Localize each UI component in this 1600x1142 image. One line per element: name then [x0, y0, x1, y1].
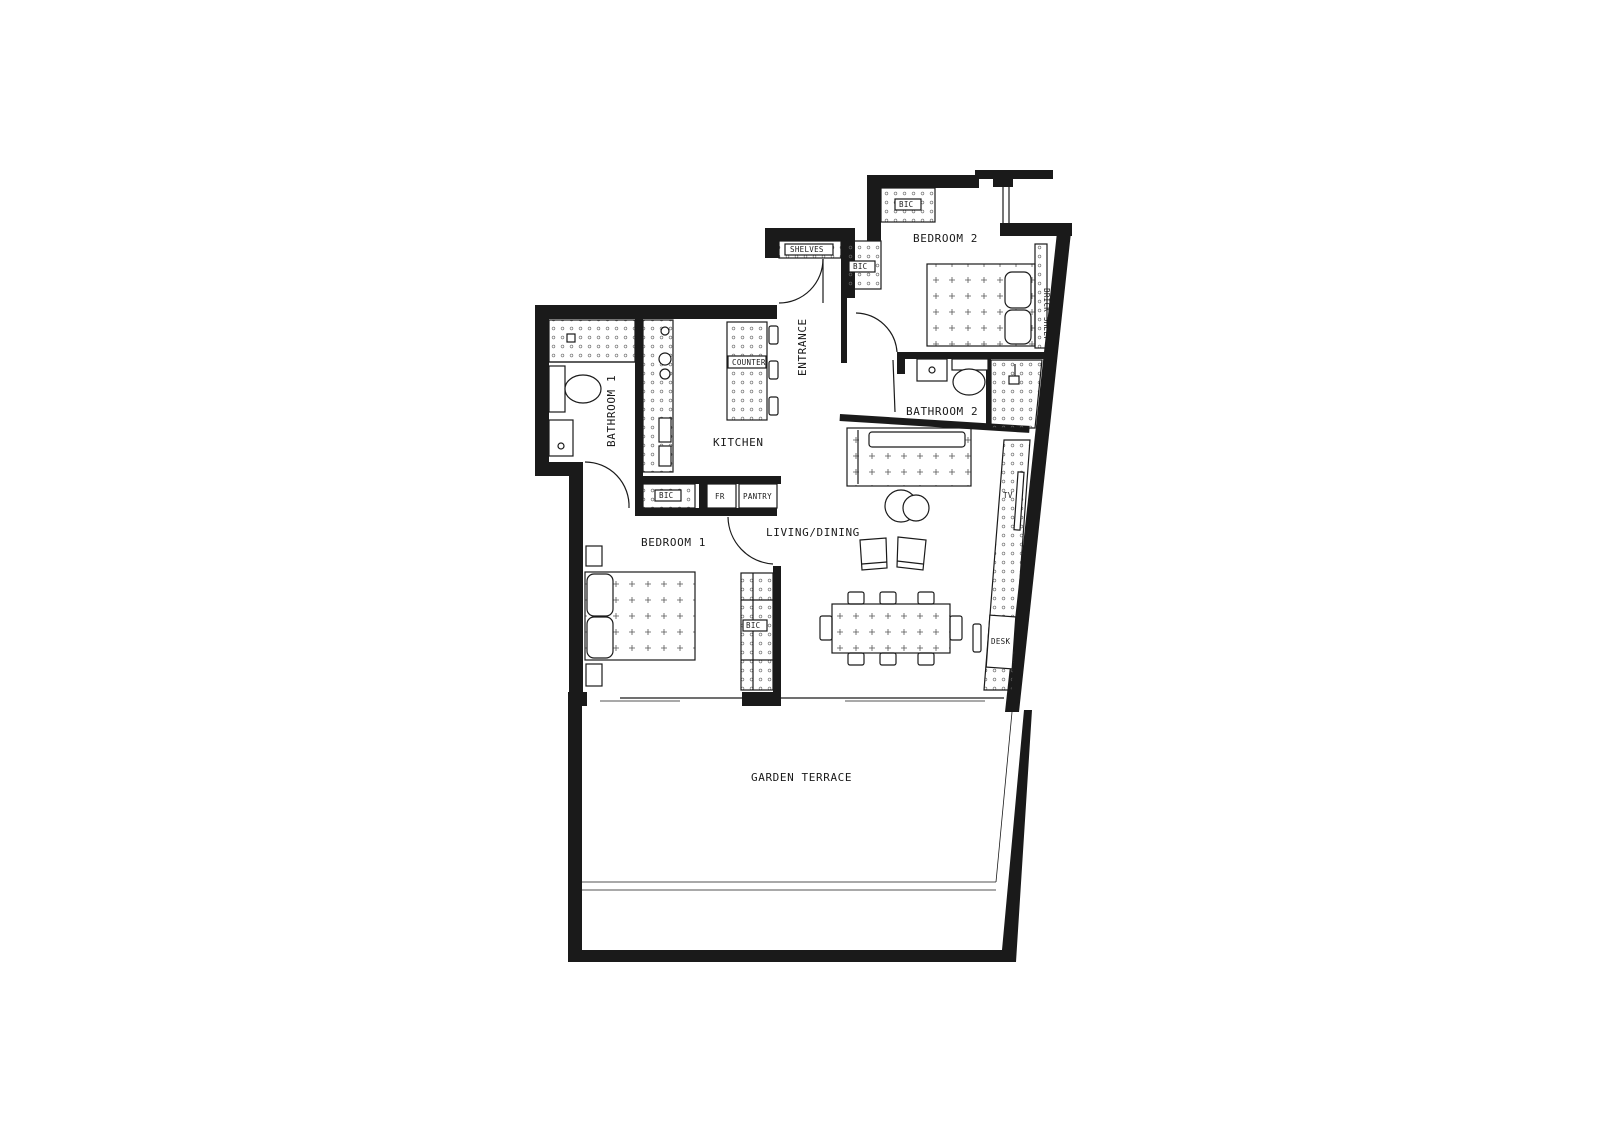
- wall-bedroom2-top-right: [1000, 223, 1072, 236]
- sofa-back: [868, 431, 966, 448]
- bedroom-1: BEDROOM 1 BIC: [584, 536, 774, 691]
- dining-table: [831, 603, 951, 654]
- door-entrance[interactable]: [778, 258, 824, 304]
- wall-bedroom1-corner: [569, 692, 587, 706]
- brick-shelf-label: BRICK SHELF: [1042, 288, 1051, 341]
- room-label-bathroom-2: BATHROOM 2: [906, 405, 978, 418]
- entrance: SHELVES ENTRANCE: [778, 240, 842, 376]
- fridge-label: FR: [715, 492, 725, 501]
- garden-terrace: [568, 692, 1032, 962]
- tv: [1013, 471, 1025, 531]
- wall-bedroom2-top-ext: [975, 170, 1053, 179]
- shelves-label: SHELVES: [790, 245, 824, 254]
- wall-fridge-left: [699, 476, 707, 516]
- wall-bath1-left: [535, 305, 549, 469]
- stool: [768, 360, 779, 380]
- stool: [768, 325, 779, 345]
- door-bedroom2[interactable]: [855, 312, 898, 353]
- door-bath2[interactable]: [892, 359, 896, 413]
- wall-top-left: [535, 305, 777, 319]
- door-bedroom1-inner[interactable]: [727, 516, 774, 565]
- bathroom-1: BATHROOM 1: [548, 319, 636, 457]
- coffee-table-small: [902, 494, 930, 522]
- desk: [985, 614, 1017, 670]
- pillow: [586, 616, 614, 659]
- wall-bedroom1-right-foot: [742, 692, 781, 706]
- room-label-living-dining: LIVING/DINING: [766, 526, 860, 539]
- door-bedroom1[interactable]: [584, 461, 630, 509]
- pillow: [1004, 271, 1032, 309]
- stool: [768, 396, 779, 416]
- wall-right-slanted: [1005, 223, 1072, 712]
- wall-kitchen-bottom: [635, 476, 781, 484]
- bedroom-2: BIC BIC BEDROOM 2 BRICK SHELF: [846, 187, 1051, 349]
- hall-bic-label: BIC: [659, 491, 673, 500]
- wall-bath1-bottom: [535, 462, 571, 476]
- wall-bath2-right: [986, 359, 991, 429]
- wall-bath2-top: [897, 352, 1055, 359]
- oven-icon: [658, 445, 672, 467]
- toilet-cistern: [951, 358, 989, 371]
- wall-living-top: [839, 414, 1030, 433]
- brick-shelf: [1034, 243, 1048, 349]
- kitchen: COUNTER KITCHEN FR PANTRY BIC: [642, 319, 779, 509]
- dining-chair: [879, 652, 897, 666]
- room-label-bedroom-1: BEDROOM 1: [641, 536, 706, 549]
- wall-entrance-right: [841, 285, 847, 363]
- room-label-entrance: ENTRANCE: [796, 318, 809, 376]
- terrace-side-line: [995, 711, 1013, 883]
- pillow: [586, 573, 614, 617]
- room-label-kitchen: KITCHEN: [713, 436, 764, 449]
- desk-chair: [972, 623, 982, 653]
- room-label-bedroom-2: BEDROOM 2: [913, 232, 978, 245]
- room-label-bathroom-1: BATHROOM 1: [605, 375, 618, 447]
- living-dining: LIVING/DINING TV DESK: [600, 427, 1031, 702]
- bathroom-2: BATHROOM 2: [906, 358, 1043, 429]
- pantry-label: PANTRY: [743, 492, 772, 501]
- counter-label: COUNTER: [732, 358, 766, 367]
- tv-label: TV: [1003, 491, 1013, 500]
- toilet-cistern: [548, 365, 566, 413]
- dining-chair: [847, 591, 865, 605]
- fridge: [706, 483, 737, 509]
- dining-chair: [917, 652, 935, 666]
- wall-bath2-stub: [897, 352, 905, 374]
- pillow: [1004, 309, 1032, 345]
- wall-kitchen-left: [635, 319, 643, 515]
- dining-chair: [917, 591, 935, 605]
- wall-bedroom2-top: [867, 175, 979, 188]
- wall-bedroom1-right: [773, 566, 781, 706]
- wall-entrance-top: [765, 228, 855, 241]
- armchair: [896, 536, 927, 571]
- dining-chair: [879, 591, 897, 605]
- dining-chair: [949, 615, 963, 641]
- toilet-icon: [952, 368, 986, 396]
- dining-chair: [847, 652, 865, 666]
- bedside-table: [585, 545, 603, 567]
- cooktop-icon: [658, 417, 672, 443]
- wall-bedroom1-top: [635, 508, 777, 516]
- bic-label: BIC: [746, 621, 760, 630]
- armchair: [859, 537, 888, 571]
- toilet-icon: [564, 374, 602, 404]
- bic-label: BIC: [853, 262, 867, 271]
- kitchen-counter: [726, 321, 768, 421]
- bath1-sink: [548, 419, 574, 457]
- wall-bic-left: [867, 175, 881, 241]
- terrace-wall: [568, 692, 1032, 962]
- wall-bedroom1-left: [569, 462, 583, 706]
- pantry: [738, 483, 778, 509]
- room-label-garden-terrace: GARDEN TERRACE: [751, 771, 852, 784]
- bic-label: BIC: [899, 200, 913, 209]
- bedside-table: [585, 663, 603, 687]
- sink-icon: [660, 326, 670, 336]
- wall-window-jamb: [993, 179, 1013, 187]
- bath1-shower: [548, 319, 636, 363]
- interior-walls: [635, 319, 1055, 706]
- desk-label: DESK: [991, 637, 1010, 646]
- bath2-shower: [990, 359, 1043, 429]
- dining-chair: [819, 615, 833, 641]
